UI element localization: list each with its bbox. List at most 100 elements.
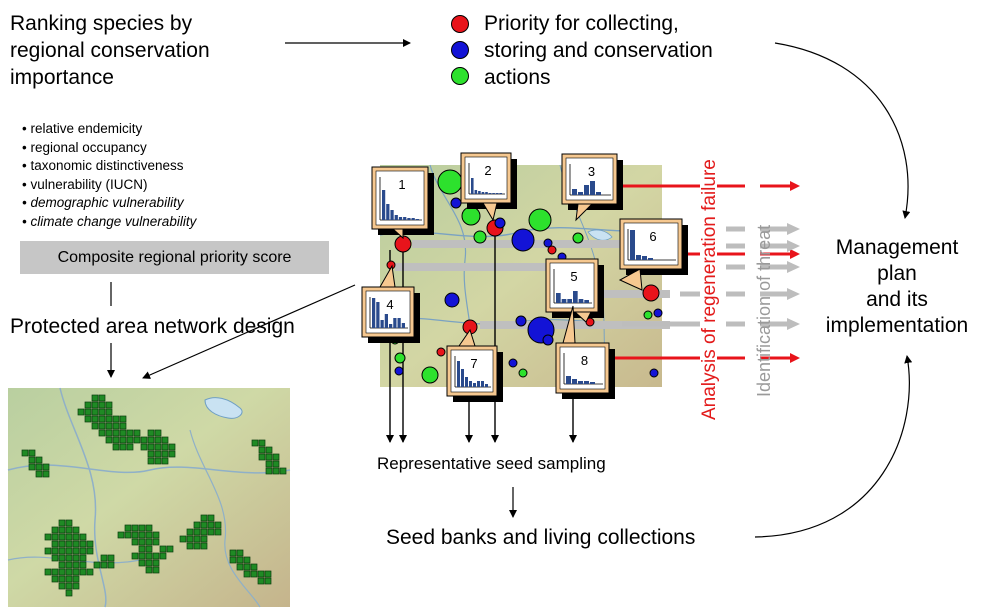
ranking-line-2: regional conservation: [10, 39, 210, 62]
connector-arrows: [107, 39, 913, 538]
protected-area-cell: [58, 554, 66, 562]
protected-area-cell: [100, 554, 108, 562]
callout-number: 6: [649, 229, 656, 244]
callout-7: 7: [446, 328, 503, 402]
protected-area-cell: [200, 542, 208, 550]
callout-8: 8: [555, 305, 615, 399]
protected-area-cell: [65, 589, 73, 597]
callout-2: 2: [460, 152, 517, 222]
histogram-bar: [481, 381, 484, 387]
protected-area-cell: [42, 463, 50, 471]
protected-area-cell: [58, 533, 66, 541]
protected-area-cell: [51, 547, 59, 555]
protected-area-cell: [72, 547, 80, 555]
protected-area-cell: [200, 521, 208, 529]
histogram-bar: [389, 324, 393, 328]
protected-area-cell: [138, 524, 146, 532]
protected-area-cell: [112, 429, 120, 437]
histogram-bar: [401, 323, 405, 328]
blue-species-dot: [494, 217, 506, 229]
protected-area-cell: [265, 453, 273, 461]
protected-area-cell: [21, 449, 29, 457]
histogram-bar: [636, 255, 641, 260]
protected-area-cell: [91, 394, 99, 402]
protected-area-cell: [65, 554, 73, 562]
protected-area-cell: [193, 535, 201, 543]
blue-species-dot: [653, 308, 663, 318]
histogram-bar: [382, 190, 386, 220]
red-species-dot: [436, 347, 446, 357]
protected-area-cell: [159, 552, 167, 560]
protected-area-cell: [126, 429, 134, 437]
callout-5: 5: [545, 258, 604, 323]
protected-area-cell: [131, 538, 139, 546]
protected-area-cell: [168, 443, 176, 451]
protected-area-cell: [65, 526, 73, 534]
protected-area-cell: [133, 429, 141, 437]
protected-area-cell: [119, 429, 127, 437]
callout-number: 2: [484, 163, 491, 178]
ranking-heading: Ranking species by regional conservation…: [10, 10, 210, 91]
protected-area-cell: [124, 524, 132, 532]
protected-area-cell: [138, 531, 146, 539]
protected-area-cell: [35, 470, 43, 478]
callout-number: 1: [398, 177, 405, 192]
green-species-dot: [528, 208, 552, 232]
protected-area-cell: [44, 533, 52, 541]
protected-area-cell: [186, 528, 194, 536]
protected-area-cell: [186, 535, 194, 543]
protected-area-cell: [107, 554, 115, 562]
protected-area-cell: [154, 429, 162, 437]
protected-area-cell: [138, 545, 146, 553]
protected-area-cell: [72, 568, 80, 576]
histogram-bar: [495, 193, 499, 194]
blue-species-dot: [542, 334, 554, 346]
legend-blue-dot: [451, 41, 469, 59]
protected-area-cell: [119, 422, 127, 430]
histogram-bar: [457, 361, 460, 387]
protected-area-cell: [152, 531, 160, 539]
protected-area-cell: [154, 457, 162, 465]
callout-3: 3: [561, 153, 623, 222]
protected-area-cell: [79, 540, 87, 548]
histogram-bar: [398, 217, 403, 220]
histogram-bar: [384, 314, 388, 328]
management-line-3: and its: [866, 288, 928, 311]
blue-species-dot: [649, 368, 659, 378]
histogram-bar: [407, 218, 411, 220]
criterion-item: relative endemicity: [22, 120, 196, 139]
protected-area-cell: [126, 436, 134, 444]
protected-area-cell: [152, 538, 160, 546]
protected-area-cell: [86, 547, 94, 555]
protected-area-cell: [200, 535, 208, 543]
protected-area-cell: [193, 542, 201, 550]
protected-area-cell: [236, 563, 244, 571]
protected-area-cell: [93, 561, 101, 569]
histogram-bar: [481, 192, 485, 194]
protected-area-cell: [147, 443, 155, 451]
protected-area-cell: [98, 401, 106, 409]
histogram-bar: [474, 190, 478, 194]
protected-area-cell: [58, 540, 66, 548]
protected-area-cell: [214, 528, 222, 536]
protected-area-cell: [207, 528, 215, 536]
blue-species-dot: [508, 358, 518, 368]
protected-area-cell: [200, 514, 208, 522]
protected-area-cell: [243, 570, 251, 578]
protected-area-cell: [35, 463, 43, 471]
histogram-bar: [573, 291, 578, 303]
histogram-bar: [485, 192, 488, 194]
blue-species-dot: [444, 292, 460, 308]
protected-area-cell: [51, 540, 59, 548]
criterion-item: climate change vulnerability: [22, 213, 196, 232]
protected-area-cell: [107, 561, 115, 569]
histogram-bar: [477, 381, 480, 387]
histogram-bar: [648, 258, 653, 260]
legend-red-dot: [451, 15, 469, 33]
protected-area-cell: [112, 422, 120, 430]
protected-area-cell: [72, 533, 80, 541]
protected-area-cell: [117, 531, 125, 539]
protected-area-cell: [58, 526, 66, 534]
red-species-dot: [642, 284, 660, 302]
